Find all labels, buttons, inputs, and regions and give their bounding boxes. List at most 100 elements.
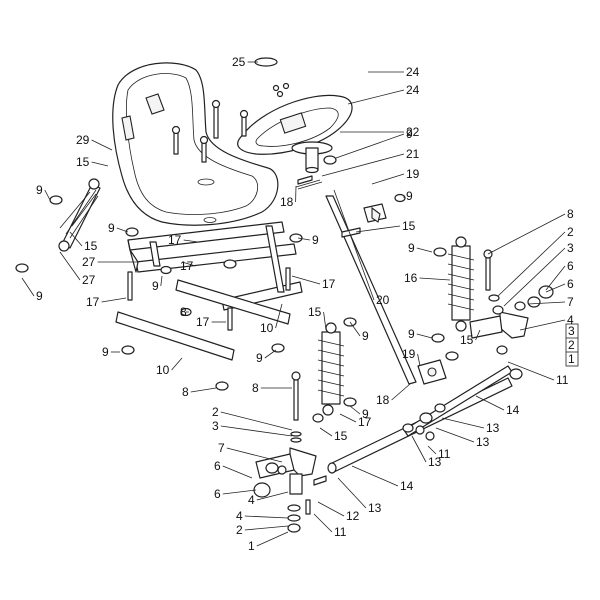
shock-right <box>447 236 475 332</box>
leader-line <box>411 435 427 463</box>
steering-wheel <box>237 94 353 155</box>
callout-18: 18 <box>280 195 294 209</box>
callout-27: 27 <box>82 255 96 269</box>
callout-17: 17 <box>168 233 182 247</box>
callout-9: 9 <box>408 327 415 341</box>
callout-2: 2 <box>236 523 243 537</box>
leader-line <box>313 513 333 533</box>
leader-line <box>507 361 555 381</box>
leader-line <box>349 405 361 415</box>
callout-6: 6 <box>214 459 221 473</box>
callout-13: 13 <box>428 455 442 469</box>
callout-9: 9 <box>362 407 369 421</box>
callout-7: 7 <box>218 441 225 455</box>
leader-line <box>220 425 293 437</box>
callout-24: 24 <box>406 83 420 97</box>
callout-27: 27 <box>82 273 96 287</box>
leader-line <box>339 413 357 423</box>
callout-8: 8 <box>567 207 574 221</box>
callout-9: 9 <box>152 279 159 293</box>
leader-line <box>419 277 451 281</box>
leader-line <box>333 189 375 301</box>
callout-15: 15 <box>84 239 98 253</box>
leader-line <box>220 411 293 431</box>
leader-line <box>69 231 83 247</box>
leader-line <box>264 349 277 359</box>
leader-line <box>321 153 405 177</box>
callout-3: 3 <box>567 241 574 255</box>
leader-line <box>427 445 437 455</box>
spindle-right <box>469 311 529 339</box>
callout-15: 15 <box>460 333 474 347</box>
callout-11: 11 <box>556 373 569 387</box>
leader-line <box>291 275 321 285</box>
small-screws <box>272 82 290 98</box>
callout-11: 11 <box>334 525 347 539</box>
callout-13: 13 <box>486 421 500 435</box>
leader-line <box>222 465 253 479</box>
callout-4: 4 <box>567 313 574 327</box>
floor-rail-right <box>175 279 291 325</box>
callout-6: 6 <box>567 277 574 291</box>
shock-center <box>317 322 345 416</box>
seat-frame <box>127 221 303 311</box>
callout-9: 9 <box>362 329 369 343</box>
callout-14: 14 <box>506 403 520 417</box>
leader-line <box>335 133 405 159</box>
leader-line <box>337 477 367 509</box>
leader-line <box>545 283 566 293</box>
callout-2: 2 <box>567 225 574 239</box>
callout-3: 3 <box>212 419 219 433</box>
key-spring <box>295 179 323 190</box>
column-clamp-upper <box>363 203 387 223</box>
leader-line <box>222 489 257 495</box>
callout-9: 9 <box>36 289 43 303</box>
leader-line <box>116 227 129 233</box>
leader-line <box>527 301 566 305</box>
stack-label-3: 3 <box>568 324 575 338</box>
leader-line <box>487 213 566 255</box>
leader-line <box>371 173 405 185</box>
leader-line <box>545 265 566 291</box>
callout-9: 9 <box>256 351 263 365</box>
callout-16: 16 <box>404 271 418 285</box>
leader-line <box>59 251 81 281</box>
callout-9: 9 <box>408 241 415 255</box>
seat <box>112 62 279 226</box>
leader-line <box>91 161 109 167</box>
leader-line <box>244 515 289 519</box>
leader-line <box>297 237 311 241</box>
horn-cap <box>254 57 278 67</box>
leader-line <box>181 261 196 267</box>
callout-13: 13 <box>476 435 490 449</box>
leader-line <box>275 303 283 329</box>
leader-line <box>475 329 481 341</box>
leader-line <box>171 357 183 371</box>
callout-20: 20 <box>376 293 390 307</box>
leader-line <box>323 311 327 331</box>
leader-line <box>355 225 401 233</box>
leader-line <box>256 531 289 547</box>
leader-line <box>244 525 289 531</box>
callout-15: 15 <box>402 219 416 233</box>
leader-line <box>226 447 283 463</box>
floor-rail-left <box>115 311 235 361</box>
callout-11: 11 <box>438 447 451 461</box>
leader-line <box>44 189 51 201</box>
stack-label-1: 1 <box>568 352 575 366</box>
leader-line <box>519 319 566 331</box>
callout-17: 17 <box>180 259 194 273</box>
callout-14: 14 <box>400 479 414 493</box>
leader-line <box>503 247 566 307</box>
leader-line <box>21 277 35 297</box>
callout-15: 15 <box>76 155 90 169</box>
bolts <box>127 99 493 515</box>
callout-21: 21 <box>406 147 420 161</box>
leader-line <box>319 427 333 437</box>
leader-line <box>256 491 289 501</box>
callout-17: 17 <box>358 415 372 429</box>
callout-22: 22 <box>406 125 420 139</box>
callout-4: 4 <box>236 509 243 523</box>
